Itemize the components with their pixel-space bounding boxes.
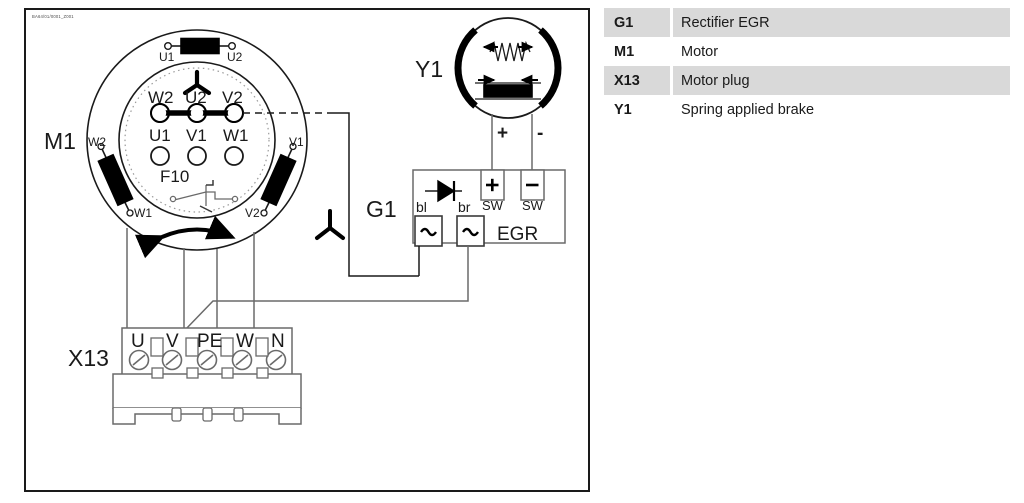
label-terminal-v2: V2	[222, 88, 243, 107]
label-rectifier-br: br	[458, 199, 471, 215]
legend-key: X13	[604, 66, 673, 95]
label-rectifier-tag: G1	[366, 196, 397, 222]
label-winding-u1: U1	[159, 50, 175, 64]
legend-table: G1 Rectifier EGR M1 Motor X13 Motor plug…	[604, 8, 1010, 124]
label-brake-minus: -	[537, 123, 544, 144]
legend-row: Y1 Spring applied brake	[604, 95, 1010, 124]
legend-description: Motor	[671, 37, 1010, 66]
legend-key: G1	[604, 8, 673, 37]
legend-row: M1 Motor	[604, 37, 1010, 66]
legend-description: Spring applied brake	[671, 95, 1010, 124]
legend-row: X13 Motor plug	[604, 66, 1010, 95]
label-winding-v2: V2	[245, 206, 260, 220]
label-plug-terminal-n: N	[271, 331, 285, 352]
label-plug-tag: X13	[68, 345, 109, 371]
label-plug-terminal-u: U	[131, 331, 145, 352]
label-terminal-w2: W2	[148, 88, 174, 107]
legend-key: Y1	[604, 95, 673, 124]
legend-description: Rectifier EGR	[671, 8, 1010, 37]
legend-row: G1 Rectifier EGR	[604, 8, 1010, 37]
drawing-id-text: BA64/01/0001_Z001	[32, 14, 74, 19]
label-winding-w2: W2	[88, 135, 106, 149]
legend-description: Motor plug	[671, 66, 1010, 95]
label-terminal-u1: U1	[149, 126, 171, 145]
label-brake-plus: +	[497, 123, 509, 144]
label-rectifier-name: EGR	[497, 224, 539, 245]
label-winding-u2: U2	[227, 50, 243, 64]
label-plug-terminal-pe: PE	[197, 331, 223, 352]
label-thermal-switch: F10	[160, 167, 190, 186]
label-motor-tag: M1	[44, 128, 76, 154]
label-winding-v1: V1	[289, 135, 304, 149]
label-plug-terminal-w: W	[236, 331, 254, 352]
diagram-frame	[24, 8, 590, 492]
legend-key: M1	[604, 37, 673, 66]
label-terminal-u2: U2	[185, 88, 207, 107]
label-terminal-w1: W1	[223, 126, 249, 145]
label-terminal-v1: V1	[186, 126, 207, 145]
label-rectifier-sw-plus: SW	[482, 198, 503, 213]
label-winding-w1: W1	[134, 206, 152, 220]
label-rectifier-sw-minus: SW	[522, 198, 543, 213]
label-plug-terminal-v: V	[166, 331, 179, 352]
label-brake-tag: Y1	[415, 56, 444, 82]
label-rectifier-bl: bl	[416, 199, 427, 215]
